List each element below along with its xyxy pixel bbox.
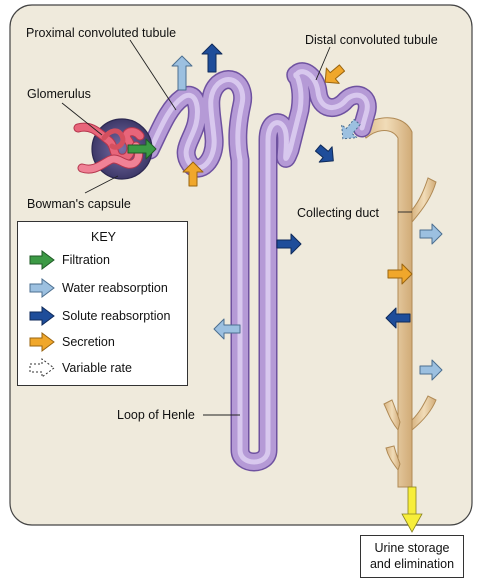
legend-label: Water reabsorption	[62, 281, 168, 295]
label-pointers	[61, 39, 412, 416]
variable-rate-arrow-icon	[29, 358, 55, 378]
label-distal-tubule: Distal convoluted tubule	[305, 33, 438, 47]
secretion-arrow-icon	[182, 161, 204, 187]
secretion-arrow-icon	[29, 332, 55, 352]
process-arrows	[127, 43, 443, 381]
legend-label: Solute reabsorption	[62, 309, 171, 323]
label-bowmans-capsule: Bowman's capsule	[27, 197, 131, 211]
legend-key: KEY Filtration Water reabsorption Solute…	[17, 221, 188, 386]
variable-rate-arrow-icon	[341, 118, 361, 140]
solute-reabsorption-arrow-icon	[276, 233, 302, 255]
filtration-arrow-icon	[127, 138, 157, 160]
label-loop-of-henle: Loop of Henle	[117, 408, 195, 422]
filtration-arrow-icon	[29, 250, 55, 270]
secretion-arrow-icon	[387, 263, 413, 285]
label-glomerulus: Glomerulus	[27, 87, 91, 101]
solute-reabsorption-arrow-icon	[29, 306, 55, 326]
solute-reabsorption-arrow-icon	[201, 43, 223, 73]
secretion-arrow-icon	[324, 64, 346, 84]
legend-label: Secretion	[62, 335, 115, 349]
urine-storage-box: Urine storage and elimination	[360, 535, 464, 578]
water-reabsorption-arrow-icon	[419, 223, 443, 245]
urine-box-line2: and elimination	[369, 557, 455, 571]
urine-box-line1: Urine storage	[374, 541, 450, 555]
collecting-duct	[359, 117, 437, 488]
legend-label: Variable rate	[62, 361, 132, 375]
water-reabsorption-arrow-icon	[419, 359, 443, 381]
solute-reabsorption-arrow-icon	[314, 144, 334, 163]
nephron-tubule	[140, 62, 377, 472]
solute-reabsorption-arrow-icon	[385, 307, 411, 329]
label-collecting-duct: Collecting duct	[297, 206, 379, 220]
water-reabsorption-arrow-icon	[29, 278, 55, 298]
legend-title: KEY	[90, 230, 116, 244]
label-proximal-tubule: Proximal convoluted tubule	[26, 26, 177, 40]
urine-output-arrow	[401, 486, 423, 533]
water-reabsorption-arrow-icon	[171, 55, 193, 91]
water-reabsorption-arrow-icon	[213, 318, 241, 340]
legend-label: Filtration	[62, 253, 110, 267]
